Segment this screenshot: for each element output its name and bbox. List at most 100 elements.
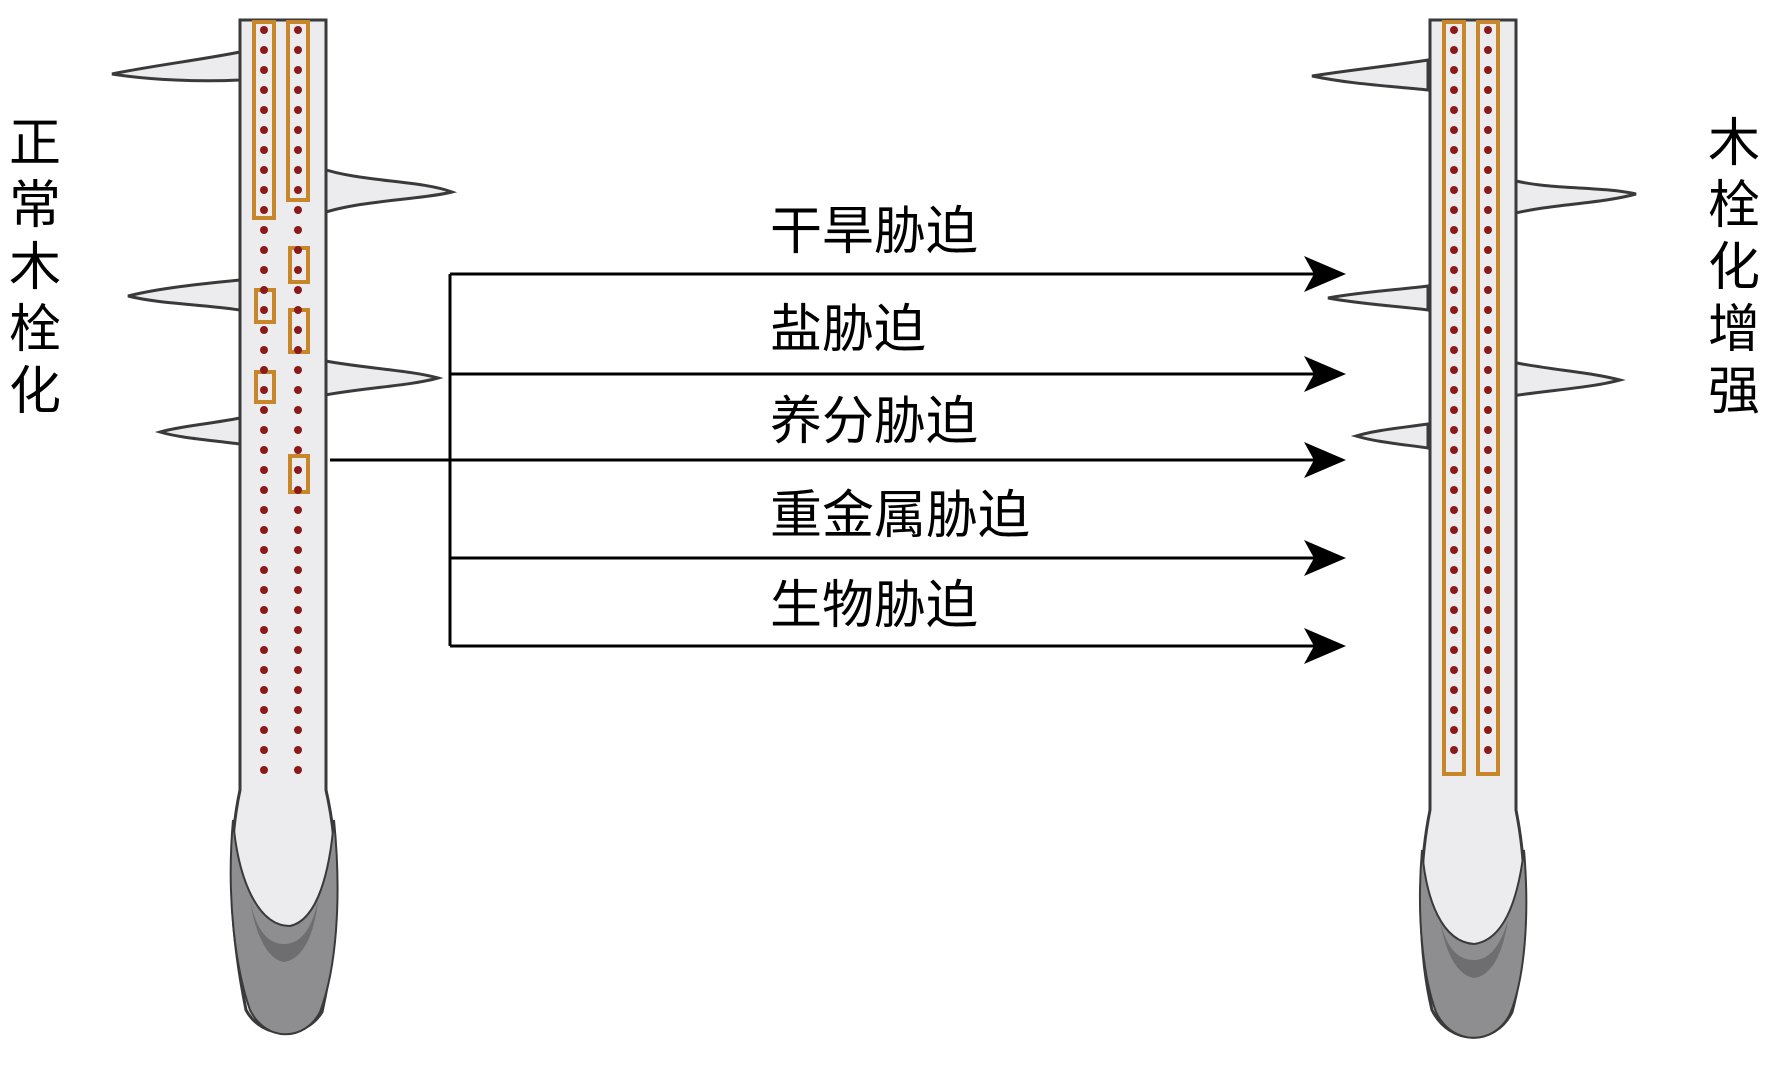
cell-dot (260, 346, 268, 354)
cell-dot (294, 146, 302, 154)
arrows (330, 256, 1346, 664)
cell-dot (1450, 506, 1458, 514)
cell-dot (260, 426, 268, 434)
cell-dot (1450, 166, 1458, 174)
cell-dot (1450, 686, 1458, 694)
suberin-band (286, 20, 310, 202)
cell-dot (260, 106, 268, 114)
cell-dot (294, 346, 302, 354)
cell-dot (260, 546, 268, 554)
label-char: 增 (1707, 300, 1760, 360)
arrowhead (1304, 442, 1346, 478)
stress-label-heavy-metal: 重金属胁迫 (770, 486, 1031, 546)
cell-dot (294, 166, 302, 174)
cell-dot (1484, 46, 1492, 54)
label-char: 栓 (8, 300, 61, 360)
enhanced-suberization-label: 木 栓 化 增 强 (1699, 113, 1769, 423)
label-char: 强 (1707, 362, 1760, 422)
cell-dot (1450, 706, 1458, 714)
cell-dot (294, 766, 302, 774)
cell-dot (260, 646, 268, 654)
cell-dot (1484, 26, 1492, 34)
cell-dot (294, 446, 302, 454)
cell-dot (294, 126, 302, 134)
suberin-band (252, 20, 276, 220)
cell-dots (260, 26, 302, 774)
cell-dot (1450, 746, 1458, 754)
cell-dot (260, 226, 268, 234)
cell-dot (260, 406, 268, 414)
cell-dot (294, 566, 302, 574)
cell-dot (294, 426, 302, 434)
cell-dot (1484, 186, 1492, 194)
root-hair (1350, 422, 1430, 450)
cell-dot (1484, 546, 1492, 554)
cell-dot (1450, 426, 1458, 434)
stress-label-biotic: 生物胁迫 (770, 576, 979, 636)
root-hair (1510, 360, 1626, 398)
cell-dot (1484, 666, 1492, 674)
cell-dot (1450, 626, 1458, 634)
cell-dot (1484, 706, 1492, 714)
cell-dot (1450, 386, 1458, 394)
suberin-band (1442, 20, 1466, 776)
cell-dot (294, 306, 302, 314)
cell-dot (260, 26, 268, 34)
cell-dot (1484, 126, 1492, 134)
cell-dot (1484, 586, 1492, 594)
label-char: 化 (1707, 238, 1760, 298)
root-body (1419, 18, 1527, 1039)
cell-dot (294, 266, 302, 274)
cell-dot (1450, 566, 1458, 574)
cell-dot (260, 606, 268, 614)
cell-dot (260, 306, 268, 314)
label-char: 正 (8, 114, 61, 174)
label-char: 木 (1707, 114, 1760, 174)
cell-dot (260, 286, 268, 294)
root-hair (111, 50, 242, 83)
cell-dot (1484, 346, 1492, 354)
cell-dot (260, 506, 268, 514)
cell-dot (1484, 626, 1492, 634)
cell-dot (1450, 526, 1458, 534)
cell-dot (1484, 406, 1492, 414)
root-hair (318, 165, 458, 217)
cell-dot (260, 146, 268, 154)
cell-dot (294, 246, 302, 254)
cell-dot (260, 186, 268, 194)
root-hair (154, 416, 242, 446)
root-hair (1510, 178, 1637, 216)
cell-dot (1450, 246, 1458, 254)
cell-dot (1484, 726, 1492, 734)
cell-dot (260, 706, 268, 714)
cell-dot (260, 66, 268, 74)
cell-dot (1484, 206, 1492, 214)
root-cap (1418, 849, 1528, 1039)
cell-dot (294, 226, 302, 234)
label-char: 栓 (1707, 176, 1760, 236)
cell-dot (1484, 446, 1492, 454)
cell-dot (294, 66, 302, 74)
cell-dot (1450, 466, 1458, 474)
cell-dot (1484, 426, 1492, 434)
cell-dot (1450, 726, 1458, 734)
cell-dot (1450, 546, 1458, 554)
cell-dot (260, 486, 268, 494)
cell-dot (1450, 266, 1458, 274)
root-hair (1327, 284, 1430, 312)
cell-dot (260, 586, 268, 594)
arrowhead (1304, 628, 1346, 664)
arrowhead (1304, 540, 1346, 576)
cell-dot (294, 506, 302, 514)
suberin-band (1476, 20, 1500, 776)
cell-dot (1450, 346, 1458, 354)
cell-dot (1484, 306, 1492, 314)
cell-dot (294, 286, 302, 294)
arrowhead (1304, 356, 1346, 392)
cell-dot (1450, 486, 1458, 494)
cell-dot (1450, 126, 1458, 134)
cell-dot (294, 746, 302, 754)
cell-dot (1450, 106, 1458, 114)
label-char: 木 (8, 238, 61, 298)
cell-dot (1450, 206, 1458, 214)
